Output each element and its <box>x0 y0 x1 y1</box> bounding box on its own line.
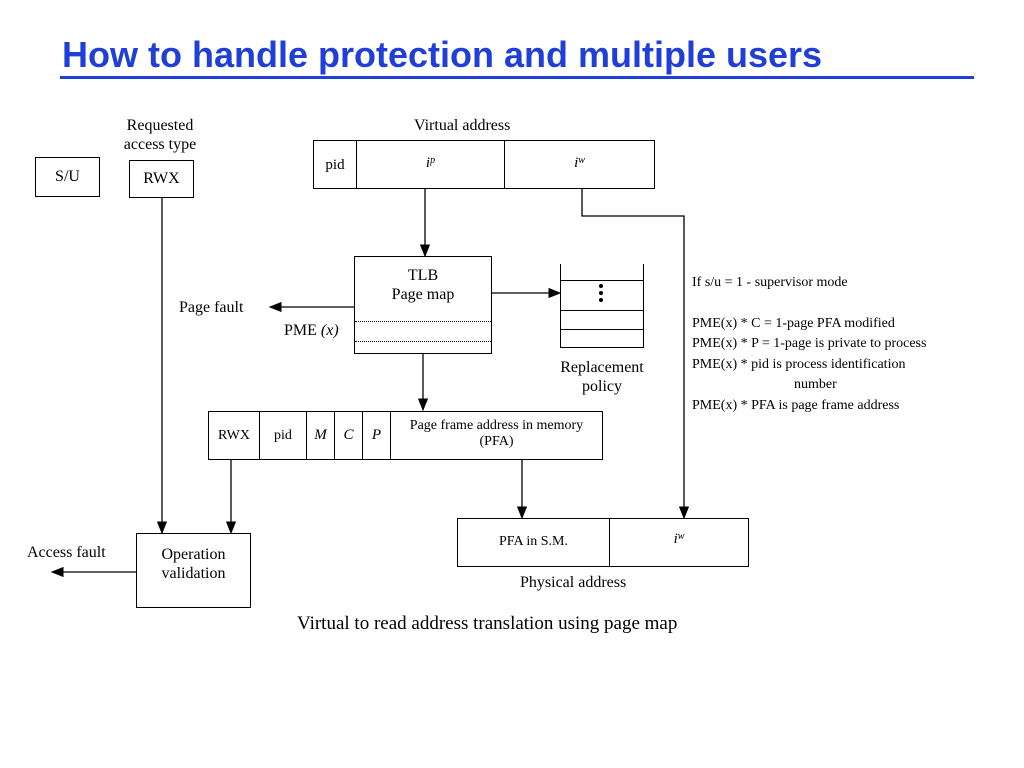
su-label: S/U <box>55 168 80 185</box>
rwx-label: RWX <box>143 170 180 187</box>
pme-p-field: P <box>362 412 390 459</box>
note-modified: PME(x) * C = 1-page PFA modified <box>692 315 895 331</box>
pme-row-bottom-line <box>355 341 491 342</box>
rwx-box: RWX <box>129 160 194 198</box>
ellipsis-dots-icon <box>599 284 604 302</box>
title-underline <box>60 76 974 79</box>
replacement-policy-label: Replacement policy <box>560 359 644 395</box>
replacement-stack <box>560 264 644 348</box>
operation-validation-label: Operation validation <box>161 546 226 582</box>
arrow-iw-to-physical <box>581 189 690 520</box>
slide-title: How to handle protection and multiple us… <box>62 34 823 75</box>
access-fault-label: Access fault <box>27 544 106 561</box>
pme-c-field: C <box>334 412 362 459</box>
diagram-caption: Virtual to read address translation usin… <box>297 613 678 634</box>
pme-m-field: M <box>306 412 334 459</box>
tlb-page-map-box: TLB Page map <box>354 256 492 354</box>
page-fault-label: Page fault <box>179 299 244 316</box>
note-supervisor: If s/u = 1 - supervisor mode <box>692 275 848 290</box>
virtual-address-label: Virtual address <box>414 117 511 134</box>
tlb-label: TLB <box>407 267 439 284</box>
pme-x-label: PME (x) <box>284 322 339 339</box>
pme-pid-field: pid <box>259 412 306 459</box>
requested-access-type-label: Requested access type <box>123 117 197 153</box>
note-pfa: PME(x) * PFA is page frame address <box>692 397 900 413</box>
note-pid-cont: number <box>794 377 837 392</box>
pme-row-top-line <box>355 321 491 322</box>
su-box: S/U <box>35 157 100 197</box>
va-pid-field: pid <box>325 157 345 173</box>
notes-block: If s/u = 1 - supervisor mode PME(x) * C … <box>692 273 926 416</box>
pme-rwx-field: RWX <box>218 427 250 443</box>
operation-validation-box: Operation validation <box>136 533 251 608</box>
page-map-label: Page map <box>391 286 455 303</box>
note-private: PME(x) * P = 1-page is private to proces… <box>692 336 927 351</box>
pme-pfa-field: Page frame address in memory (PFA) <box>390 412 602 459</box>
physical-address-label: Physical address <box>520 574 627 591</box>
note-pid: PME(x) * pid is process identification <box>692 356 906 372</box>
pa-pfa-field: PFA in S.M. <box>499 534 568 549</box>
pme-entry-box: RWX pid M C P Page frame address in memo… <box>208 411 603 460</box>
